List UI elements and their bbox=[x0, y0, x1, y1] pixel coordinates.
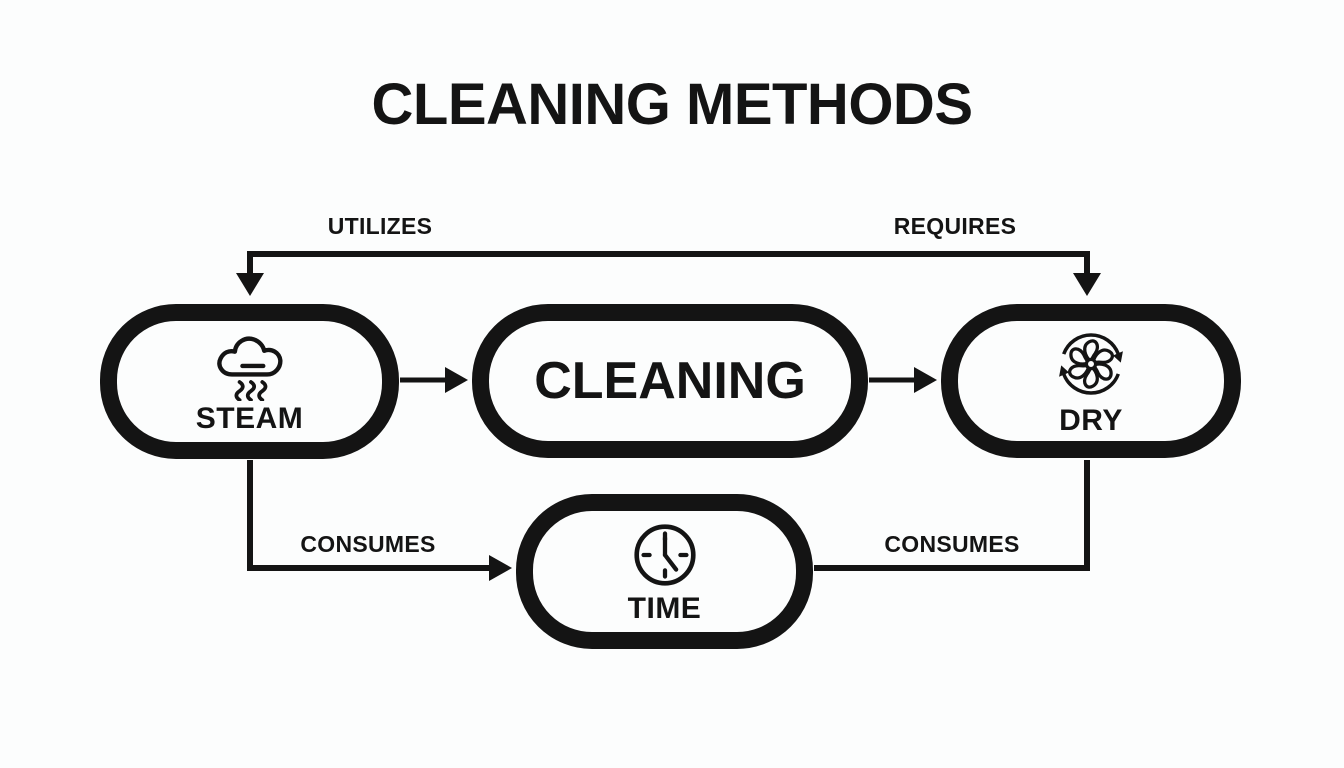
arrow-right-into-time-icon bbox=[489, 555, 512, 581]
edge-label-consumes-right: CONSUMES bbox=[884, 531, 1020, 557]
arrow-right-into-dry-icon bbox=[914, 367, 937, 393]
node-steam-label: STEAM bbox=[195, 401, 304, 435]
arrow-down-into-dry-icon bbox=[1073, 273, 1101, 296]
node-steam: STEAM bbox=[100, 304, 399, 459]
dry-to-time-line bbox=[814, 460, 1090, 571]
node-dry-label: DRY bbox=[1059, 404, 1123, 438]
arrow-right-into-cleaning-icon bbox=[445, 367, 468, 393]
page-title: CLEANING METHODS bbox=[371, 72, 974, 137]
node-time-label: TIME bbox=[627, 591, 702, 625]
clock-icon bbox=[633, 524, 696, 586]
steam-to-time-line bbox=[247, 460, 491, 571]
arrow-down-into-steam-icon bbox=[236, 273, 264, 296]
node-time: TIME bbox=[516, 494, 813, 649]
steam-cloud-icon bbox=[216, 336, 282, 401]
top-connector-line bbox=[247, 251, 1090, 281]
node-cleaning: CLEANING bbox=[472, 304, 868, 458]
node-cleaning-label: CLEANING bbox=[534, 352, 806, 410]
fan-icon bbox=[1059, 333, 1123, 396]
edge-label-consumes-left: CONSUMES bbox=[300, 531, 436, 557]
edge-label-requires: REQUIRES bbox=[893, 213, 1017, 239]
node-dry: DRY bbox=[941, 304, 1241, 458]
edge-label-utilizes: UTILIZES bbox=[327, 213, 433, 239]
